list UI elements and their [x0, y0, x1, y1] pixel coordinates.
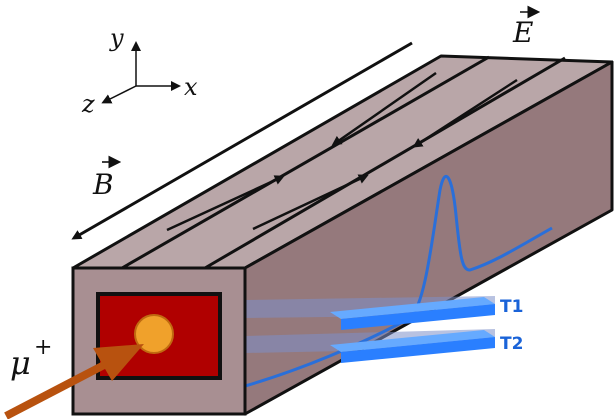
x-axis-label: x	[184, 73, 198, 101]
y-axis-label: y	[109, 24, 124, 52]
svg-text:+: +	[34, 335, 52, 360]
electrode-strip	[121, 55, 490, 270]
magnetic-field-label: B	[92, 155, 122, 201]
flow-arrow-forward	[252, 174, 369, 231]
svg-text:B: B	[92, 168, 114, 201]
z-axis-arrow	[101, 85, 137, 104]
flow-arrow-backward	[331, 71, 437, 146]
svg-text:μ: μ	[10, 344, 31, 382]
electrode-strip	[204, 56, 566, 270]
svg-text:E: E	[512, 16, 533, 49]
electrode-strips	[121, 55, 566, 270]
z-axis-label: z	[81, 90, 95, 118]
flow-arrow-forward	[166, 175, 285, 232]
muon-arrow	[4, 344, 144, 419]
detector-t1-label: T1	[500, 297, 523, 317]
flow-arrow-backward	[412, 78, 518, 148]
magnetic-field-arrow	[71, 41, 413, 240]
electric-field-label: E	[512, 5, 541, 49]
detector-t1: T1	[330, 297, 523, 330]
muon-label: μ +	[10, 335, 52, 382]
coordinate-axes	[101, 41, 181, 104]
field-flow-arrows	[166, 71, 518, 232]
detector-t2-label: T2	[500, 334, 523, 354]
detector-t2: T2	[330, 330, 523, 363]
beam-spot	[134, 314, 174, 354]
